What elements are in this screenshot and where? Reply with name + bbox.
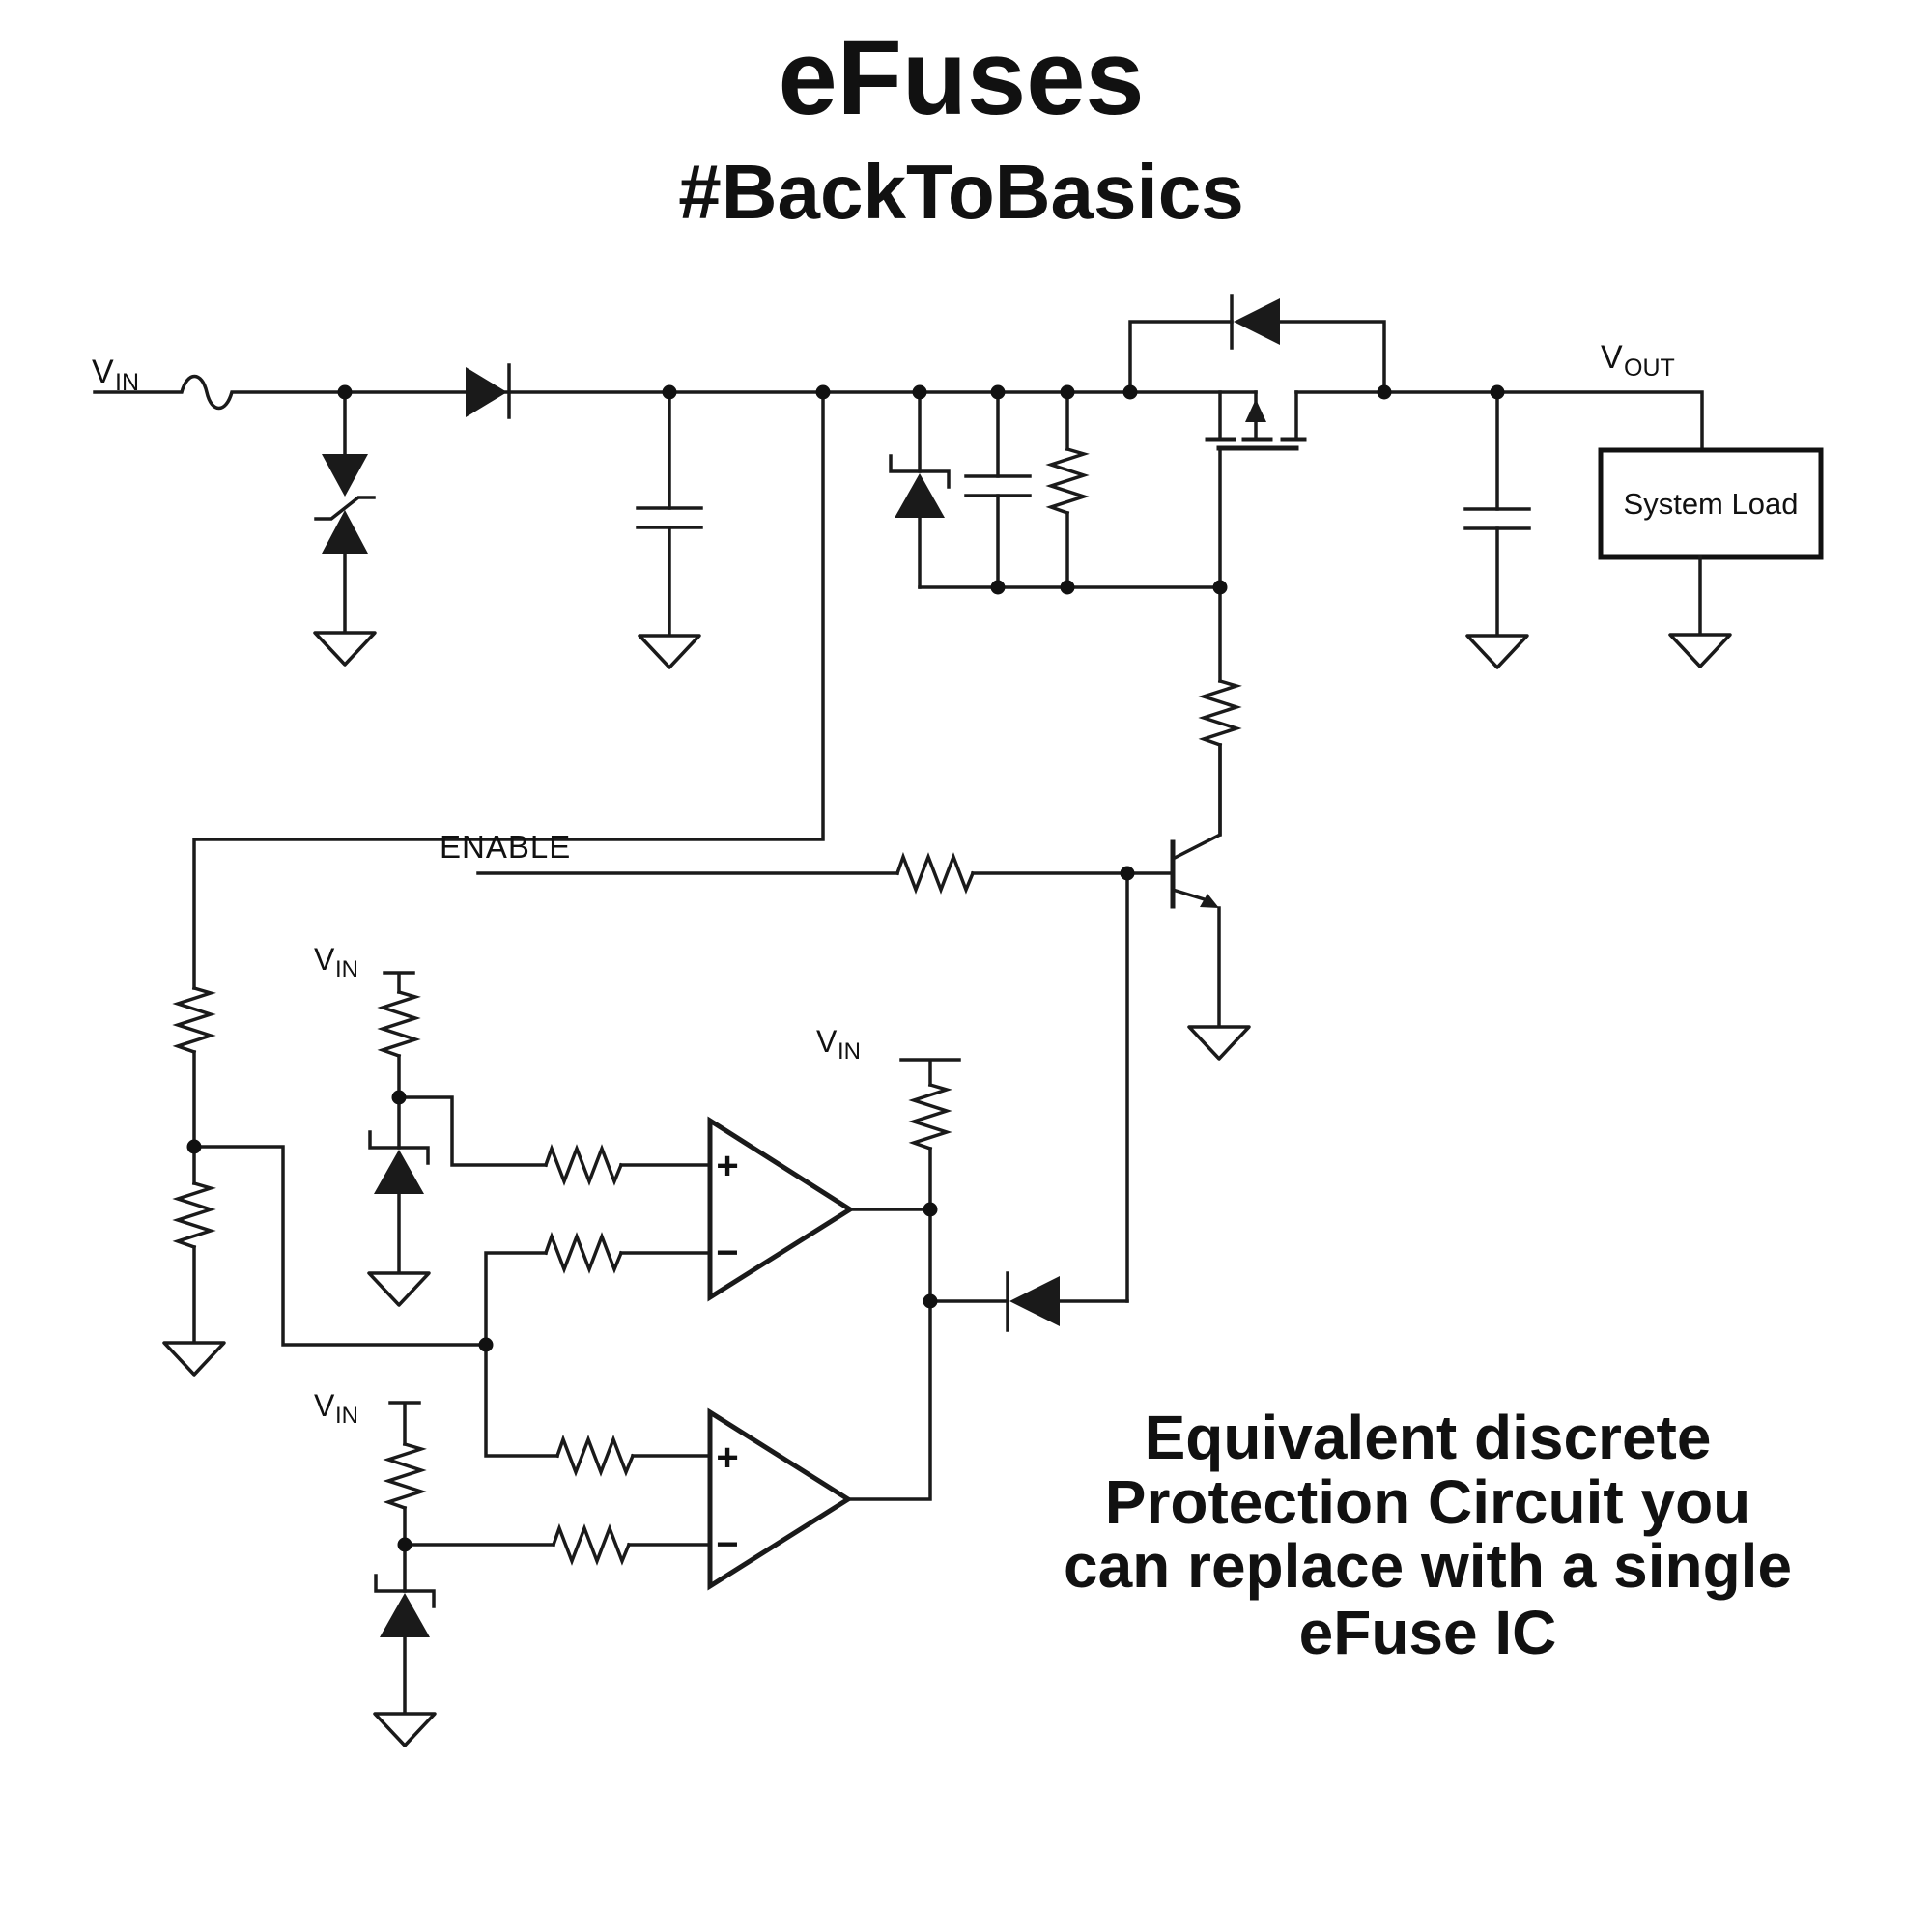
output-capacitor — [1463, 390, 1531, 669]
ground-icon — [162, 1341, 226, 1377]
comp1-minus-resistor — [544, 1235, 623, 1271]
svg-text:IN: IN — [335, 956, 358, 982]
page-hashtag: #BackToBasics — [678, 149, 1244, 235]
svg-text:+: + — [716, 1145, 738, 1187]
npn-transistor — [1170, 743, 1251, 1061]
enable-resistor — [895, 855, 975, 892]
vin-label: V IN — [92, 354, 139, 396]
vin-label-pullup: V IN — [816, 1024, 861, 1065]
ground-icon — [313, 631, 377, 667]
svg-text:−: − — [716, 1232, 738, 1274]
ground-icon — [1668, 633, 1732, 668]
svg-text:−: − — [716, 1523, 738, 1566]
divider-resistor-top — [176, 986, 213, 1054]
divider-resistor-bottom — [176, 1181, 213, 1249]
comp1-plus-resistor — [544, 1147, 623, 1183]
svg-text:V: V — [92, 354, 114, 390]
svg-text:Equivalent discrete: Equivalent discrete — [1145, 1403, 1712, 1472]
gate-resistor — [1049, 390, 1086, 589]
svg-text:V: V — [314, 1388, 335, 1423]
main-rail — [93, 374, 1704, 452]
svg-text:System Load: System Load — [1624, 487, 1799, 521]
junction-dots — [186, 384, 1505, 1552]
pass-mosfet — [1205, 390, 1307, 589]
enable-line — [476, 855, 1175, 892]
output-or-diode — [928, 1271, 1129, 1332]
annotation-text: Equivalent discrete Protection Circuit y… — [1064, 1403, 1792, 1667]
ground-icon — [1465, 634, 1529, 669]
ov-reference-branch: V IN — [314, 1388, 437, 1747]
ground-icon — [1187, 1025, 1251, 1061]
svg-text:IN: IN — [335, 1403, 358, 1429]
comparator-2: + − — [707, 1407, 853, 1591]
svg-text:can replace with a single: can replace with a single — [1064, 1531, 1792, 1601]
enable-label: ENABLE — [440, 829, 571, 865]
svg-text:V: V — [1601, 339, 1623, 376]
comp-output-pullup — [846, 1058, 961, 1501]
input-rectifier-diode — [466, 363, 511, 419]
svg-text:V: V — [314, 942, 335, 977]
page-title: eFuses — [778, 18, 1144, 137]
ground-icon — [373, 1712, 437, 1747]
ground-icon — [638, 634, 701, 669]
ground-icon — [367, 1271, 431, 1307]
svg-text:IN: IN — [838, 1038, 861, 1065]
comp2-plus-resistor — [555, 1437, 635, 1474]
uv-reference-branch: V IN — [314, 942, 712, 1307]
vout-label: V OUT — [1601, 339, 1675, 382]
svg-text:IN: IN — [115, 369, 139, 396]
svg-text:OUT: OUT — [1624, 355, 1675, 382]
svg-text:eFuse IC: eFuse IC — [1299, 1598, 1557, 1667]
body-diode — [1128, 294, 1386, 394]
input-capacitor — [636, 390, 703, 669]
system-load-box: System Load — [1598, 447, 1824, 668]
tvs-diode — [313, 390, 377, 667]
svg-text:V: V — [816, 1024, 838, 1059]
svg-text:+: + — [716, 1436, 738, 1479]
comparator-1: + − — [544, 1116, 932, 1302]
gate-zener — [889, 390, 951, 589]
comp2-minus-resistor — [552, 1526, 631, 1563]
sense-branch — [162, 390, 825, 1458]
gate-capacitor — [964, 390, 1032, 589]
svg-text:Protection Circuit you: Protection Circuit you — [1105, 1467, 1751, 1537]
comparator-2-inputs — [403, 1437, 712, 1563]
